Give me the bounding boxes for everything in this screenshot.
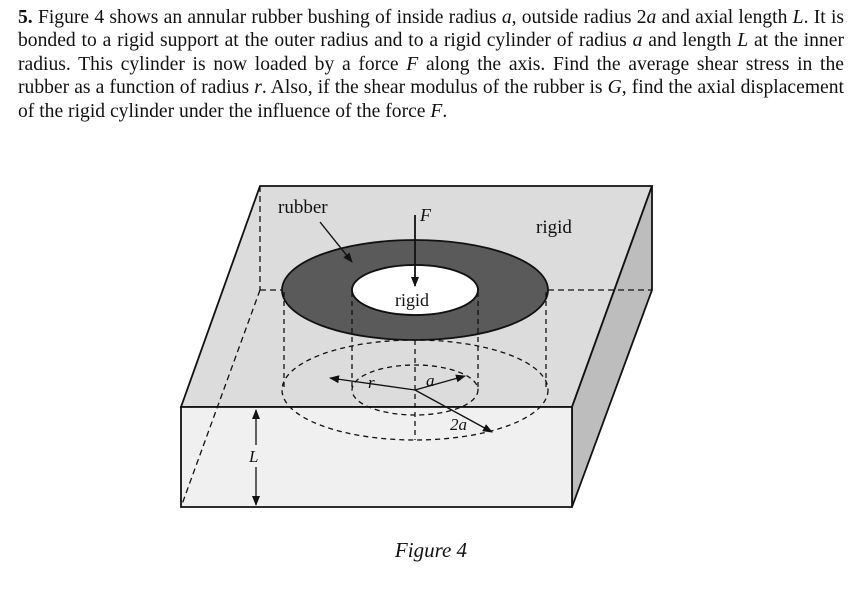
label-force: F bbox=[419, 205, 432, 225]
problem-text-4: . It is bonded to a rigid support at the… bbox=[18, 7, 845, 52]
label-r: r bbox=[368, 373, 375, 392]
var-a: a bbox=[646, 7, 657, 28]
var-G: G bbox=[607, 77, 622, 99]
problem-statement: 5. Figure 4 shows an annular rubber bush… bbox=[18, 6, 844, 123]
figure-caption: Figure 4 bbox=[394, 538, 468, 562]
problem-text-1: Figure 4 shows an annular rubber bushing… bbox=[32, 7, 502, 28]
problem-text-7: along the axis. Find the average shear s… bbox=[18, 53, 844, 99]
block-front-face bbox=[180, 406, 573, 508]
label-L: L bbox=[248, 447, 258, 466]
var-r: r bbox=[254, 77, 262, 99]
var-F: F bbox=[406, 53, 419, 75]
var-L: L bbox=[792, 7, 804, 28]
radius-a-arrow bbox=[414, 374, 466, 391]
problem-text-5: and length bbox=[642, 30, 738, 52]
radius-r-arrow bbox=[329, 375, 416, 391]
label-rigid-outer: rigid bbox=[536, 217, 572, 238]
radius-2a-arrow bbox=[414, 389, 493, 433]
rubber-leader-arrow bbox=[319, 221, 353, 263]
problem-text-10: . bbox=[442, 100, 448, 122]
var-a: a bbox=[501, 7, 512, 28]
problem-text-2: , outside radius 2 bbox=[511, 7, 647, 28]
label-a: a bbox=[426, 371, 435, 390]
var-a: a bbox=[632, 30, 643, 52]
label-rigid-inner: rigid bbox=[395, 290, 429, 310]
problem-text-6: at the inner radius. This cylinder is no… bbox=[18, 30, 844, 75]
hidden-edges bbox=[180, 186, 652, 508]
var-L: L bbox=[737, 30, 749, 52]
problem-number: 5. bbox=[18, 7, 33, 28]
problem-text-3: and axial length bbox=[656, 7, 793, 28]
var-F: F bbox=[430, 100, 443, 122]
problem-text-9: , find the axial displacement of the rig… bbox=[18, 77, 844, 122]
problem-text-8: . Also, if the shear modulus of the rubb… bbox=[261, 77, 608, 99]
label-rubber: rubber bbox=[278, 197, 328, 218]
label-2a: 2a bbox=[450, 415, 467, 434]
